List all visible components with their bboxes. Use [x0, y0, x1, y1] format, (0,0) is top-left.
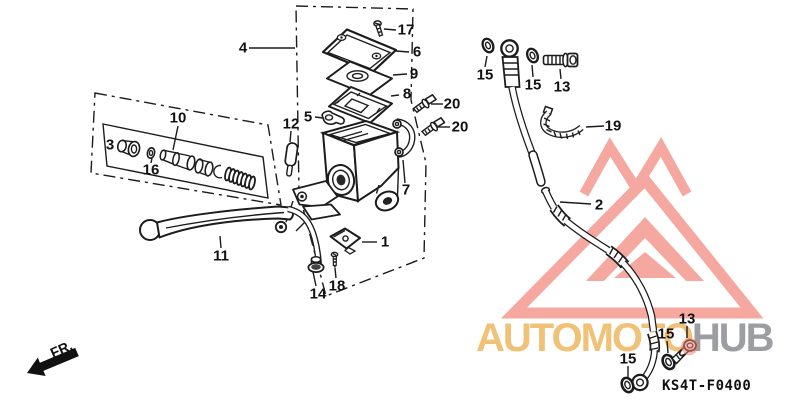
callout-17: 17 [397, 21, 415, 39]
callout-13-a: 13 [553, 78, 571, 96]
callout-20-a: 20 [443, 95, 461, 113]
part-20-bolt-upper [412, 94, 437, 114]
part-19-spring-clip [540, 105, 584, 140]
callout-15-c: 15 [657, 325, 675, 343]
callout-7: 7 [401, 181, 411, 199]
callout-6: 6 [412, 43, 422, 61]
callout-15-d: 15 [619, 350, 637, 368]
part-spring-coil [224, 166, 256, 191]
callout-11: 11 [213, 247, 229, 265]
part-5-clip [321, 110, 345, 126]
part-14-pivot-bushing [307, 255, 325, 273]
brand-second: HUB [691, 316, 775, 360]
part-10-piston-assembly [159, 149, 223, 179]
part-2-brake-hose-lower [540, 186, 661, 392]
callout-9: 9 [409, 65, 419, 83]
callout-16: 16 [142, 161, 160, 179]
callout-8: 8 [402, 85, 412, 103]
part-12-pin [284, 142, 299, 177]
piston-kit-inner-box [102, 123, 269, 199]
master-cylinder-dashed-box [295, 5, 427, 297]
fr-label: FR. [47, 337, 75, 361]
part-13-banjo-bolt-upper [542, 52, 579, 68]
part-17-screw [373, 20, 384, 37]
part-16-washer [146, 147, 156, 159]
callout-1: 1 [380, 233, 390, 251]
callout-14: 14 [309, 285, 327, 303]
callout-15-b: 15 [524, 76, 542, 94]
callout-15-a: 15 [476, 66, 494, 84]
part-20-bolt-lower [420, 117, 446, 137]
part-18-screw [330, 251, 339, 269]
callout-10: 10 [169, 109, 187, 127]
part-7-clamp [392, 118, 416, 158]
part-2-brake-hose-upper [500, 39, 546, 187]
diagram-code: KS4T-F0400 [662, 378, 752, 394]
master-cylinder-body [319, 119, 401, 212]
callout-5: 5 [303, 108, 313, 126]
callout-4: 4 [238, 39, 248, 57]
callout-3: 3 [105, 136, 115, 154]
lever-bracket [274, 180, 341, 234]
callout-19: 19 [604, 117, 622, 135]
fr-direction-arrow [27, 347, 79, 376]
callout-2: 2 [594, 196, 604, 214]
watermark-dot [681, 338, 698, 355]
piston-kit-dashed-box [90, 92, 282, 206]
part-1-holder-plate [329, 227, 361, 255]
part-3-boot [116, 139, 141, 158]
callout-13-b: 13 [678, 310, 696, 328]
callout-12: 12 [282, 115, 300, 133]
callout-20-b: 20 [451, 118, 469, 136]
callout-18: 18 [328, 277, 346, 295]
